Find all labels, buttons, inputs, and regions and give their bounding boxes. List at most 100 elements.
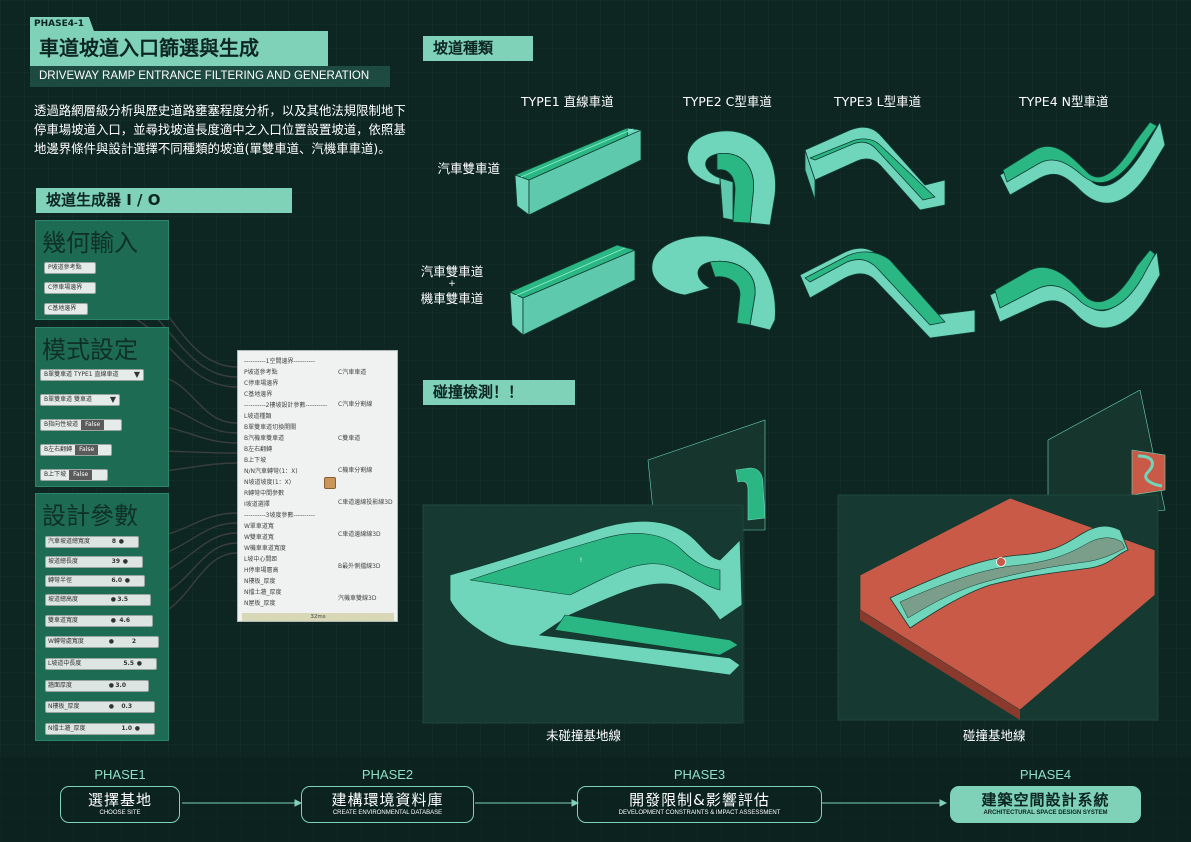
type3-label: TYPE3 L型車道 [834,94,922,109]
component-input-row[interactable]: I坡道選擇 [244,501,270,508]
geometry-param-ramp-point[interactable]: P坡道參考點 [44,262,96,274]
component-output-row[interactable]: C汽車分割線 [338,401,373,408]
slider-label: L坡道中長度 [48,660,82,667]
component-input-row[interactable]: C基地邊界 [244,391,273,398]
component-input-row[interactable]: C停車場邊界 [244,380,279,387]
component-output-row[interactable]: C雙車道 [338,435,361,442]
phase4-block[interactable]: PHASE4 建築空間設計系統 ARCHITECTURAL SPACE DESI… [950,767,1141,823]
component-input-row[interactable]: B汽機車雙車道 [244,435,285,442]
toggle-value: False [75,445,99,455]
component-input-row[interactable]: R轉彎中間參數 [244,490,285,497]
phase4-en: ARCHITECTURAL SPACE DESIGN SYSTEM [983,809,1108,816]
component-runtime: 32ms [310,614,326,620]
slider-label: N樓板_厚度 [48,703,80,710]
mode-panel-title: 模式設定 [42,336,138,364]
right-inset [1047,390,1166,521]
component-icon [324,477,336,489]
component-input-row[interactable]: ----------1空間邊界---------- [244,358,316,365]
phase1-block[interactable]: PHASE1 選擇基地 CHOOSE SITE [60,767,180,823]
component-input-row[interactable]: B左右翻轉 [244,446,273,453]
slider-value: 1.0 [121,725,132,732]
type4-label: TYPE4 N型車道 [1019,94,1109,109]
collision-diagrams [422,390,1166,724]
phase2-box[interactable]: 建構環境資料庫 CREATE ENVIRONMENTAL DATABASE [301,786,474,823]
component-output-row[interactable]: C汽車車道 [338,369,367,376]
slider-label: 雙車道寬度 [48,617,79,624]
component-input-row[interactable]: W機車車道寬度 [244,545,286,552]
component-input-row[interactable]: N屋板_厚度 [244,600,276,607]
phase2-zh: 建構環境資料庫 [331,790,444,809]
component-output-row[interactable]: C車道邊線投影線3D [338,499,393,506]
phase4-zh: 建築空間設計系統 [981,790,1110,809]
component-input-row[interactable]: H停車場層高 [244,567,279,574]
caption-collision: 碰撞基地線 [963,728,1026,743]
component-input-row[interactable]: W雙車道寬 [244,534,274,541]
slider-knob-icon: ● [136,660,142,667]
collision-marker-icon: ! [579,557,583,564]
component-input-row[interactable]: L坡道種類 [244,413,272,420]
slider-value: 6.0 [111,577,122,584]
ramp-types-grid [509,121,1166,339]
row-label-car: 汽車雙車道 [420,264,484,279]
phase1-zh: 選擇基地 [87,790,152,809]
dropdown-value: TYPE1 直線車道 [74,371,119,378]
slider-value: 2 [131,638,136,645]
component-input-row[interactable]: ----------3坡度參數---------- [244,512,316,519]
slider-label: 坡道總長度 [48,558,79,565]
dropdown-label: B單雙車道 [44,396,73,403]
geometry-param-parking-boundary[interactable]: C停車場邊界 [44,282,96,294]
component-input-row[interactable]: N/N汽車轉彎(1：X) [244,468,298,475]
slider-knob-icon: ● [122,558,128,565]
slider-value: 3.5 [117,596,128,603]
component-input-row[interactable]: N擋土牆_厚度 [244,589,282,596]
slider-label: 牆面厚度 [48,682,73,689]
component-output-row[interactable]: C機車分割線 [338,467,373,474]
ramp-generator-component[interactable]: ----------1空間邊界---------- P坡道參考點 C停車場邊界 C基地… [237,350,398,622]
phase2-block[interactable]: PHASE2 建構環境資料庫 CREATE ENVIRONMENTAL DATA… [301,767,474,823]
component-output-row[interactable]: B最外側擋線3D [338,563,381,570]
component-input-row[interactable]: N坡道坡度(1：X) [244,479,292,486]
phase3-box[interactable]: 開發限制&影響評估 DEVELOPMENT CONSTRAINTS & IMPA… [577,786,822,823]
component-input-row[interactable]: ----------2樓坡設計參數---------- [244,402,328,409]
phase3-block[interactable]: PHASE3 開發限制&影響評估 DEVELOPMENT CONSTRAINTS… [577,767,822,823]
design-panel-title: 設計參數 [42,502,138,530]
component-input-row[interactable]: B上下坡 [244,457,267,464]
component-input-row[interactable]: W單車道寬 [244,523,274,530]
toggle-label: B上下坡 [44,471,67,478]
component-input-row[interactable]: N樓板_厚度 [244,578,276,585]
slider-value: 4.6 [119,617,130,624]
phase1-box[interactable]: 選擇基地 CHOOSE SITE [60,786,180,823]
description-text: 透過路網層級分析與歷史道路壅塞程度分析，以及其他法規限制地下停車場坡道入口，並尋… [34,103,406,156]
component-input-row[interactable]: L坡中心間距 [244,556,278,563]
component-output-row[interactable]: 汽機車雙線3D [338,595,377,602]
geometry-param-site-boundary[interactable]: C基地邊界 [44,303,88,315]
slider-knob-icon: ● [134,725,140,732]
mode-dropdown-ramp-type[interactable]: B單雙車道 TYPE1 直線車道 ▼ [40,369,144,381]
component-output-row[interactable]: C車道邊線線3D [338,531,381,538]
phase4-box[interactable]: 建築空間設計系統 ARCHITECTURAL SPACE DESIGN SYST… [950,786,1141,823]
phase3-en: DEVELOPMENT CONSTRAINTS & IMPACT ASSESSM… [618,809,781,816]
slider-knob-icon: ● [124,577,130,584]
slider-knob-icon: ● [108,703,114,710]
component-input-row[interactable]: B單雙車道切換開關 [244,424,297,431]
mode-dropdown-lane[interactable]: B單雙車道 雙車道 ▼ [40,394,120,406]
slider-value: 3.0 [115,682,126,689]
component-input-row[interactable]: P坡道參考點 [244,369,278,376]
row-label-car-double: 汽車雙車道 [437,161,500,176]
phase4-title: PHASE4 [1019,767,1072,782]
row-label-mixed: 汽車雙車道 + 機車雙車道 [408,261,496,307]
